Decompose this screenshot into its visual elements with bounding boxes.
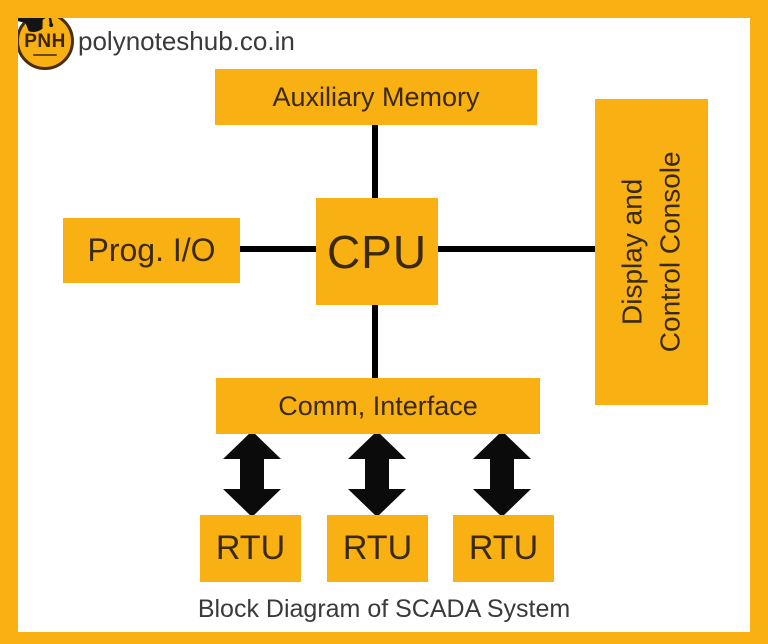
block-rtu-3: RTU	[453, 515, 554, 582]
site-header: PNH polynoteshub.co.in	[14, 9, 295, 70]
diagram-caption: Block Diagram of SCADA System	[197, 595, 571, 623]
connector-progio-to-cpu	[238, 246, 316, 252]
block-rtu-1-label: RTU	[215, 529, 286, 567]
block-prog-io-label: Prog. I/O	[87, 232, 216, 268]
logo-subtext	[33, 54, 57, 56]
bidirectional-arrow-icon	[473, 431, 531, 517]
block-auxiliary-memory-label: Auxiliary Memory	[272, 81, 480, 112]
block-prog-io: Prog. I/O	[63, 218, 240, 283]
block-comm-interface-label: Comm, Interface	[278, 390, 478, 421]
block-rtu-3-label: RTU	[468, 529, 539, 567]
block-display-control-console: Display and Control Console	[595, 99, 708, 405]
bidirectional-arrow-icon	[348, 431, 406, 517]
bidirectional-arrow-icon	[223, 431, 281, 517]
block-auxiliary-memory: Auxiliary Memory	[215, 69, 537, 125]
block-rtu-1: RTU	[200, 515, 301, 582]
logo-text: PNH	[24, 31, 66, 52]
block-comm-interface: Comm, Interface	[216, 378, 540, 434]
connector-cpu-to-console	[438, 246, 595, 252]
pnh-logo: PNH	[14, 9, 74, 70]
block-rtu-2-label: RTU	[342, 529, 413, 567]
connector-aux-to-cpu	[372, 125, 378, 199]
block-cpu: CPU	[316, 198, 438, 305]
block-display-control-console-label: Display and Control Console	[616, 151, 686, 353]
site-url-text: polynoteshub.co.in	[78, 25, 295, 56]
block-cpu-label: CPU	[326, 225, 428, 278]
connector-cpu-to-comm	[372, 304, 378, 380]
block-rtu-2: RTU	[327, 515, 428, 582]
